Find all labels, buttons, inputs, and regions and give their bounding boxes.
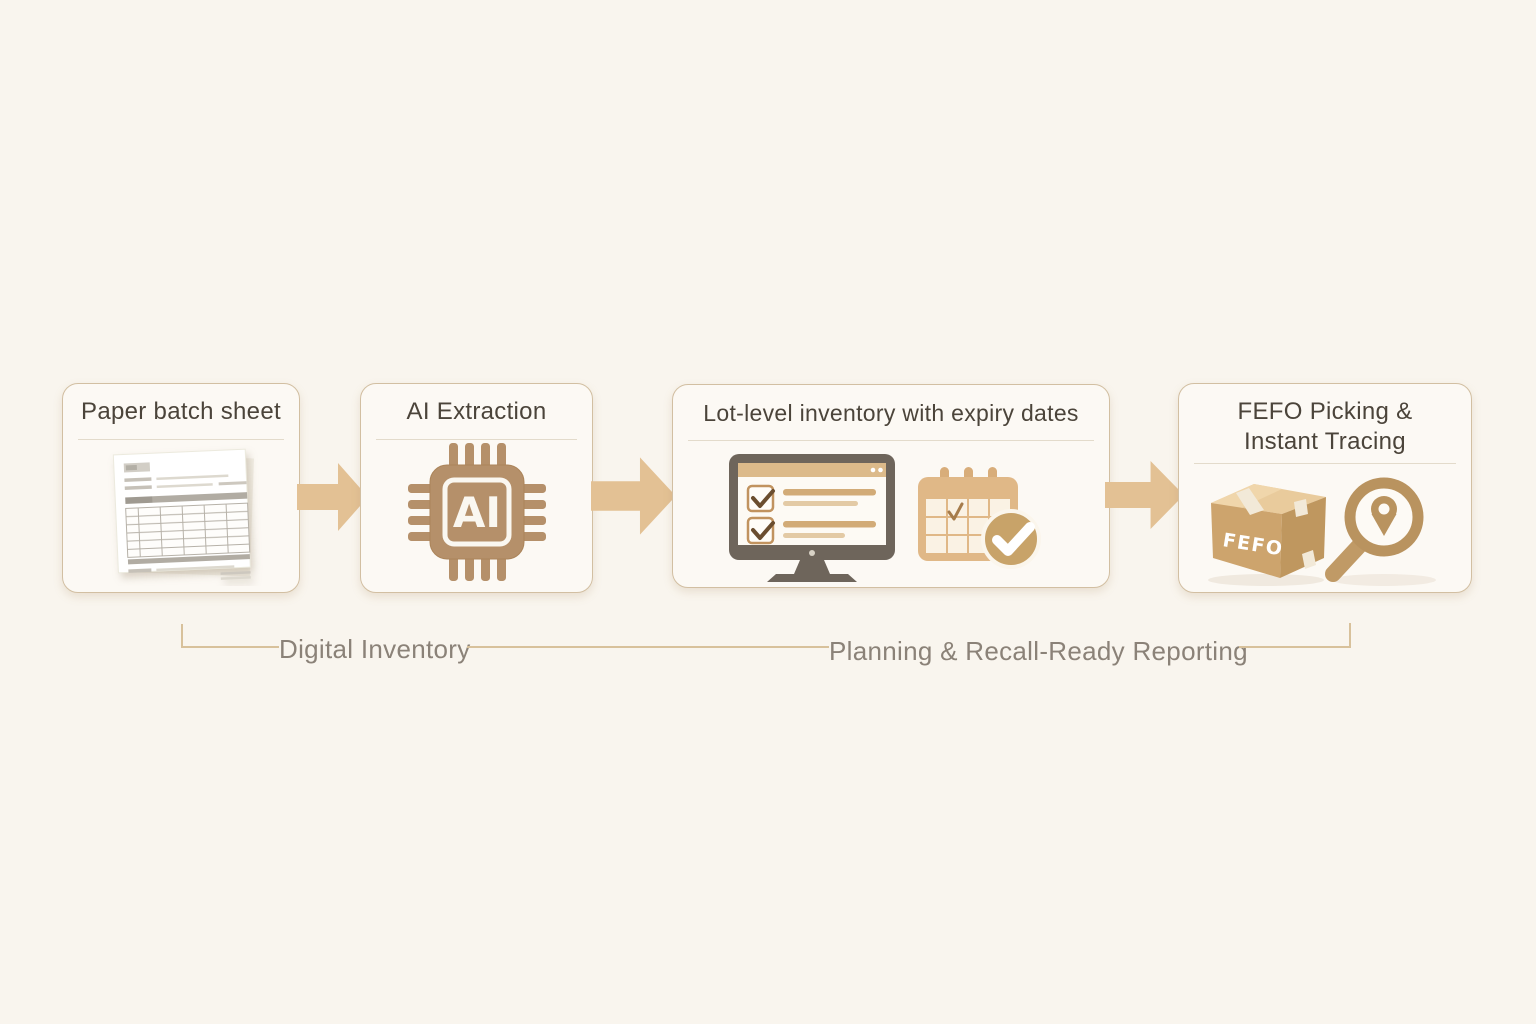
step-title-line2: Instant Tracing: [1244, 428, 1406, 455]
flow-arrow-icon: [1105, 461, 1184, 529]
paper-document-icon: [112, 448, 255, 580]
step-title: Paper batch sheet: [81, 398, 281, 425]
process-step-card-lot-level-inventory: Lot-level inventory with expiry dates: [672, 384, 1110, 588]
magnifier-location-icon: [1325, 477, 1424, 582]
step-title: AI Extraction: [406, 398, 547, 425]
step-title: Lot-level inventory with expiry dates: [703, 400, 1079, 426]
process-step-card-fefo-picking: FEFO Picking & Instant Tracing FEFO: [1178, 383, 1472, 593]
title-divider: [1194, 463, 1456, 464]
step-title: FEFO Picking & Instant Tracing: [1179, 384, 1471, 457]
chip-label: AI: [453, 488, 501, 537]
flow-arrow-icon: [591, 457, 676, 535]
flow-arrow-icon: [297, 463, 368, 531]
flow-bracket-line: [1239, 646, 1351, 648]
title-divider: [376, 439, 577, 440]
fefo-tracing-icons: FEFO: [1208, 477, 1436, 586]
shipping-box-icon: FEFO: [1211, 484, 1326, 578]
flow-label-planning-reporting: Planning & Recall-Ready Reporting: [829, 636, 1248, 666]
flow-bracket-line: [181, 646, 279, 648]
ai-chip-icon: AI: [408, 443, 546, 581]
flow-bracket-right-tick: [1349, 623, 1351, 648]
title-divider: [688, 440, 1094, 441]
check-circle-icon: [981, 509, 1041, 569]
title-divider: [78, 439, 284, 440]
process-step-card-ai-extraction: AI Extraction AI: [360, 383, 593, 593]
process-step-card-paper-batch-sheet: Paper batch sheet: [62, 383, 300, 593]
step-title-line1: FEFO Picking &: [1237, 398, 1413, 425]
flow-bracket-left-tick: [181, 624, 183, 648]
flow-bracket-line: [467, 646, 829, 648]
flow-label-digital-inventory: Digital Inventory: [279, 634, 471, 664]
inventory-icons: [729, 454, 1041, 582]
monitor-checklist-icon: [729, 454, 895, 582]
